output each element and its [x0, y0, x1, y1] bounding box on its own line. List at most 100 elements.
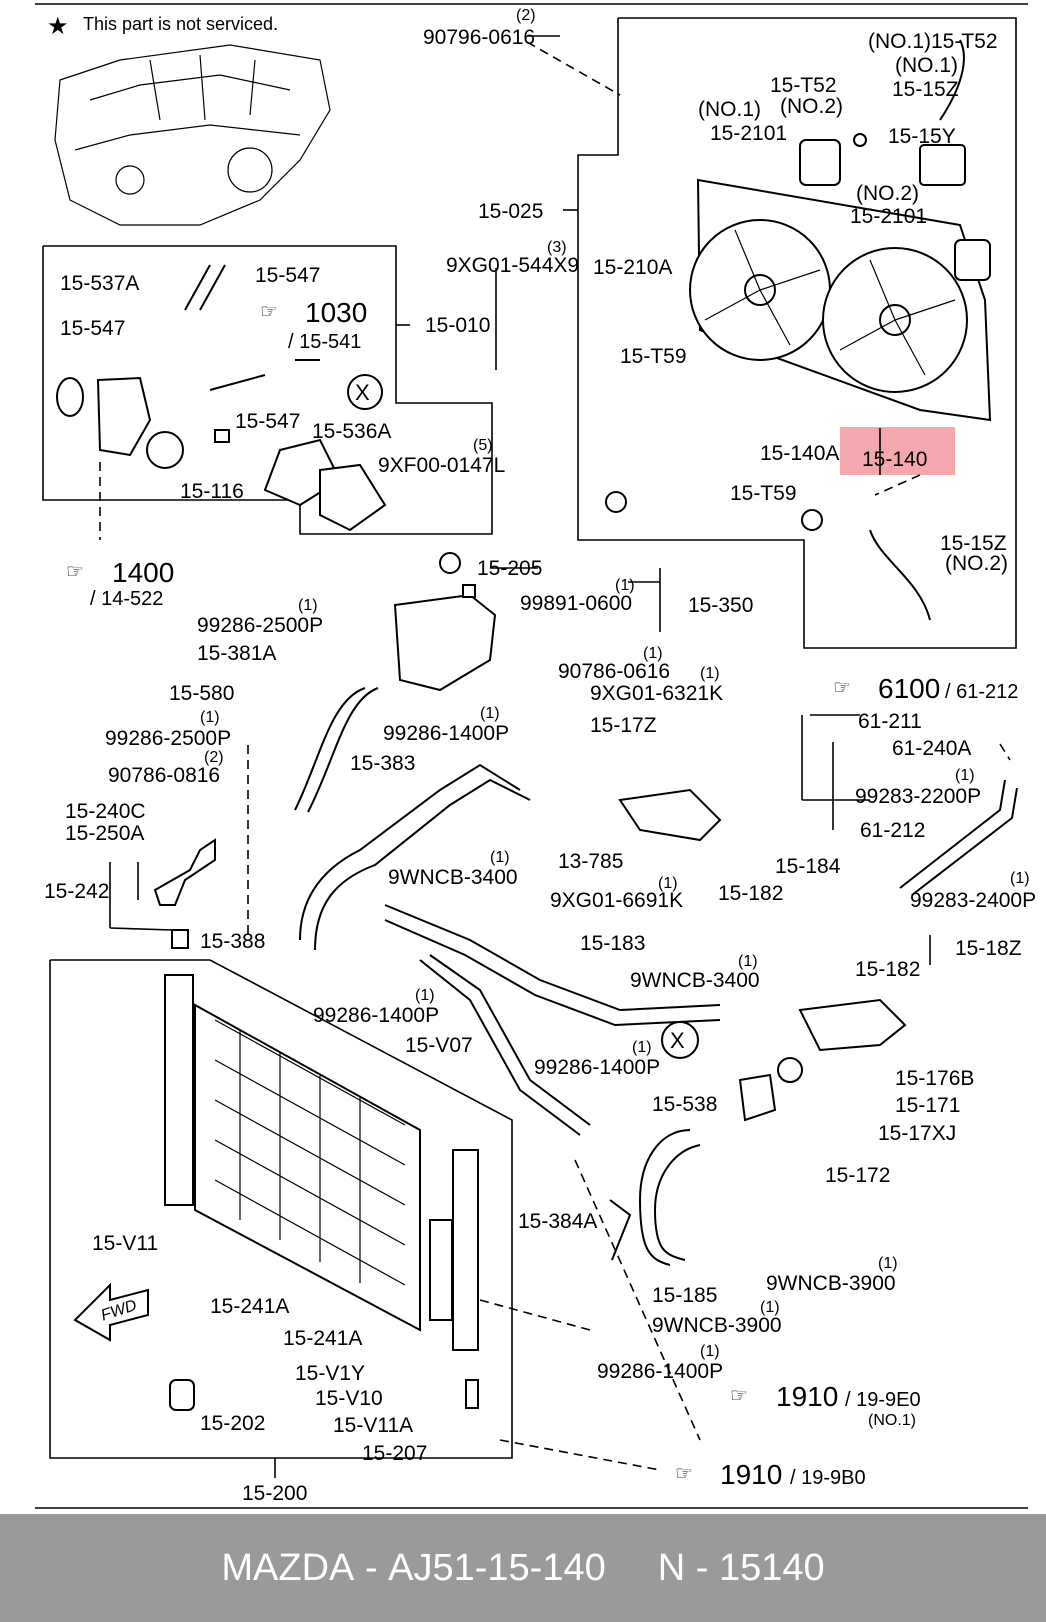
label-15-580: 15-580 [169, 682, 234, 705]
label-90786-0616: 90786-0616 [558, 660, 670, 683]
highlight-box [840, 427, 955, 475]
label-15-15z-2: 15-15Z [940, 532, 1007, 555]
ref-1400-sub: / 14-522 [90, 588, 163, 610]
grommet [171, 929, 189, 949]
label-61-240a: 61-240A [892, 737, 971, 760]
label-15-t52-no1: (NO.1)15-T52 [868, 30, 998, 53]
x-mark-1 [347, 374, 383, 410]
qty-544: (3) [547, 239, 567, 256]
label-99286-1400p-a: 99286-1400P [383, 722, 509, 745]
label-15-205: 15-205 [477, 557, 542, 580]
qty-90786-16: (1) [643, 645, 663, 662]
label-15-140-highlighted: 15-140 [862, 448, 927, 471]
label-15-15y: 15-15Y [888, 125, 956, 148]
label-15-140a: 15-140A [760, 442, 839, 465]
label-15-2101-2: 15-2101 [850, 205, 927, 228]
label-15-388: 15-388 [200, 930, 265, 953]
label-9xg01-6321k: 9XG01-6321K [590, 682, 723, 705]
pointing-hand-icon: ☞ [675, 1463, 693, 1485]
label-15-538: 15-538 [652, 1093, 717, 1116]
label-99286-1400p-d: 99286-1400P [597, 1360, 723, 1383]
label-9xg01-544x9: 9XG01-544X9 [446, 254, 579, 277]
pointing-hand-icon: ☞ [66, 561, 84, 583]
label-no2-c: (NO.2) [945, 552, 1008, 575]
parts-diagram: ★ This part is not serviced. [35, 3, 1036, 1509]
label-15-182-b: 15-182 [855, 958, 920, 981]
label-15-210a: 15-210A [593, 256, 672, 279]
label-9xg01-6691k: 9XG01-6691K [550, 889, 683, 912]
fan-group-box [577, 17, 1017, 649]
ref-6100-sub: / 61-212 [945, 681, 1018, 703]
label-15-116: 15-116 [180, 480, 244, 503]
label-15-250a: 15-250A [65, 822, 144, 845]
label-15-025: 15-025 [478, 200, 543, 223]
ref-6100: 6100 [878, 673, 940, 704]
footer-alt-number: N - 15140 [657, 1546, 825, 1589]
radiator-group-box [49, 959, 513, 1459]
label-15-176b: 15-176B [895, 1067, 974, 1090]
label-15-241a-2: 15-241A [283, 1327, 362, 1350]
label-15-350: 15-350 [688, 594, 753, 617]
water-outlet: X [618, 788, 907, 1122]
bracket [153, 838, 216, 906]
label-15-15z: 15-15Z [892, 78, 959, 101]
label-15-17z: 15-17Z [590, 714, 657, 737]
label-15-184: 15-184 [775, 855, 841, 878]
label-13-785: 13-785 [558, 850, 623, 873]
label-99286-2500p-b: 99286-2500P [105, 727, 231, 750]
label-15-17xj: 15-17XJ [878, 1122, 956, 1145]
label-15-202: 15-202 [200, 1412, 265, 1435]
qty-0816: (2) [204, 749, 224, 766]
label-15-547-c: 15-547 [235, 410, 300, 433]
engine-sketch [54, 44, 331, 226]
label-15-547-a: 15-547 [255, 264, 320, 287]
label-9xf00-0147l: 9XF00-0147L [378, 454, 505, 477]
label-15-536a: 15-536A [312, 420, 391, 443]
qty-2400: (1) [1010, 870, 1030, 887]
label-15-242: 15-242 [44, 880, 109, 903]
qty-6691: (1) [658, 875, 678, 892]
label-15-183: 15-183 [580, 932, 645, 955]
pointing-hand-icon: ☞ [260, 301, 278, 323]
thermostat-group-box [42, 245, 493, 535]
thermostat-parts: X [56, 264, 387, 532]
reservoir [393, 552, 497, 692]
qty-3400a: (1) [490, 849, 510, 866]
qty-1400b: (1) [415, 987, 435, 1004]
label-90786-0816: 90786-0816 [108, 764, 220, 787]
qty-99891: (1) [615, 577, 635, 594]
label-9wncb-3400-b: 9WNCB-3400 [630, 969, 760, 992]
footer-part-number: AJ51-15-140 [388, 1546, 606, 1589]
label-15-t52: 15-T52 [770, 74, 837, 97]
ref-1910-a: 1910 [776, 1381, 838, 1412]
label-99286-1400p-c: 99286-1400P [534, 1056, 660, 1079]
label-99286-1400p-b: 99286-1400P [313, 1004, 439, 1027]
pointing-hand-icon: ☞ [833, 677, 851, 699]
label-15-240c: 15-240C [65, 800, 146, 823]
label-99283-2400p: 99283-2400P [910, 889, 1036, 912]
ref-1910-a-sub: / 19-9E0 [845, 1389, 921, 1411]
svg-text:X: X [670, 1028, 685, 1053]
label-15-537a: 15-537A [60, 272, 139, 295]
qty-3400b: (1) [738, 953, 758, 970]
qty-3900a: (1) [878, 1255, 898, 1272]
ref-1400: 1400 [112, 557, 174, 588]
label-15-v10: 15-V10 [315, 1387, 383, 1410]
label-9wncb-3400-a: 9WNCB-3400 [388, 866, 518, 889]
label-15-381a: 15-381A [197, 642, 276, 665]
label-15-185: 15-185 [652, 1284, 717, 1307]
label-90796-0616: 90796-0616 [423, 26, 535, 49]
label-15-v1y: 15-V1Y [295, 1362, 365, 1385]
label-no2-b: (NO.2) [856, 182, 919, 205]
label-15-172: 15-172 [825, 1164, 890, 1187]
label-15-171: 15-171 [895, 1094, 960, 1117]
svg-text:X: X [355, 380, 370, 405]
label-15-182-a: 15-182 [718, 882, 783, 905]
label-no1-d: (NO.1) [868, 1412, 916, 1429]
ref-1030-sub: / 15-541 [288, 331, 361, 353]
fan-shroud [689, 178, 992, 422]
label-99286-2500p-a: 99286-2500P [197, 614, 323, 637]
callout-labels: (2) 90796-0616 (NO.1)15-T52 (NO.1) 15-15… [44, 7, 1036, 1505]
label-15-241a-1: 15-241A [210, 1295, 289, 1318]
label-15-t59-1: 15-T59 [620, 345, 687, 368]
